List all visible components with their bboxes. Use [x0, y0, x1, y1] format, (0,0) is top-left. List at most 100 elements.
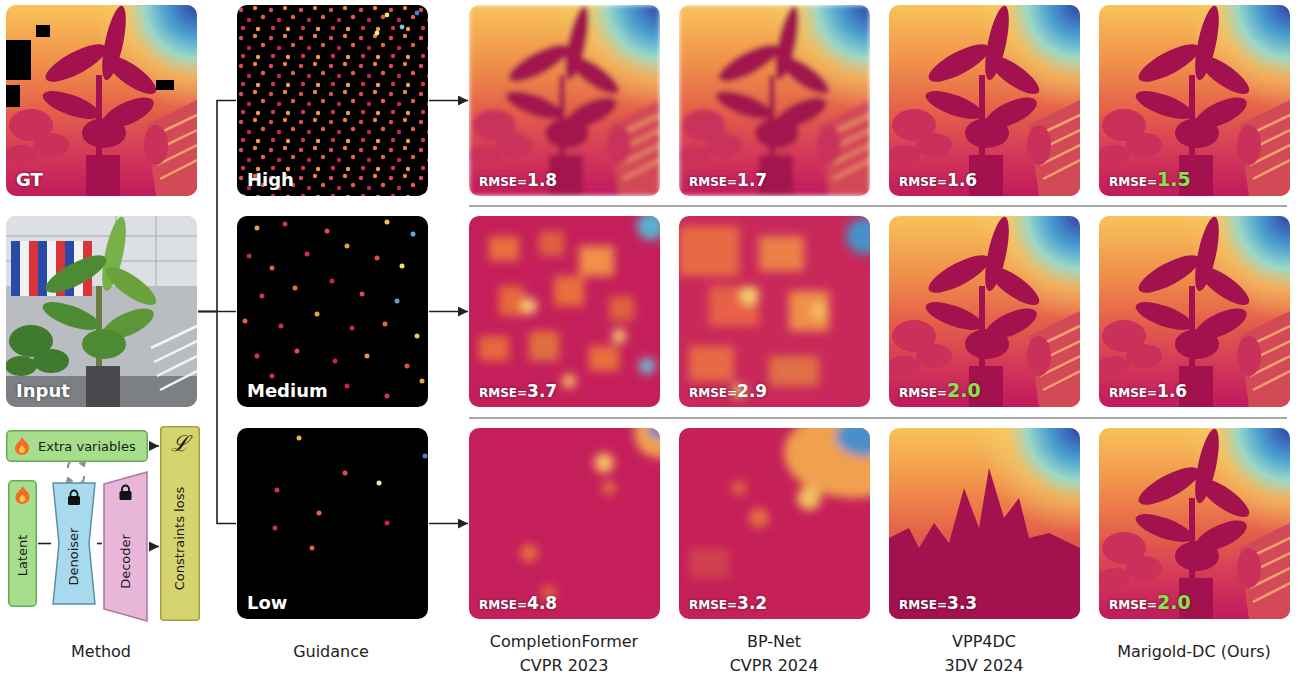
illustration-part: [375, 31, 380, 36]
connector: [429, 311, 468, 313]
illustration-part: [889, 428, 1080, 619]
illustration-part: [260, 294, 265, 299]
illustration-part: [469, 428, 660, 619]
block-label: Decoder: [118, 534, 133, 589]
illustration-part: [1099, 428, 1290, 619]
result-panel: RMSE=2.9: [679, 216, 870, 407]
metric-name: RMSE=: [899, 175, 947, 189]
illustration-part: [423, 454, 428, 459]
connector: [198, 312, 236, 524]
panel-label: High: [247, 170, 294, 190]
illustration-part: [889, 216, 1080, 407]
illustration-part: [310, 546, 315, 551]
metric-value: 3.7: [527, 382, 557, 401]
illustration-part: [679, 428, 870, 619]
metric-value: 1.7: [737, 171, 767, 190]
connector: [149, 445, 159, 447]
result-panel: RMSE=3.3: [889, 428, 1080, 619]
column-header: VPP4DC: [952, 632, 1016, 651]
illustration-part: [237, 428, 428, 619]
illustration-part: [237, 216, 428, 407]
result-panel: RMSE=3.2: [679, 428, 870, 619]
metric-value: 1.6: [947, 171, 977, 190]
row-separator: [469, 205, 1287, 207]
illustration-part: [411, 232, 416, 237]
illustration-part: [1099, 216, 1290, 407]
result-panel: RMSE=1.8: [469, 5, 660, 196]
illustration-part: [6, 5, 197, 196]
decoder-block: Decoder: [103, 471, 148, 622]
illustration-part: [375, 256, 380, 261]
image-panel: Low: [237, 428, 428, 619]
block-label: Denoiser: [67, 528, 82, 586]
illustration-part: [405, 364, 410, 369]
sparse-guidance: [237, 5, 428, 196]
illustration-part: [469, 216, 660, 407]
connector: [198, 101, 236, 312]
illustration-part: [889, 5, 1080, 196]
depth-prediction: [1098, 427, 1290, 619]
illustration-part: [365, 354, 370, 359]
metric-name: RMSE=: [1109, 386, 1157, 400]
cycle-icon: [67, 459, 85, 485]
panel-label: Medium: [247, 381, 328, 401]
illustration-part: [469, 5, 660, 196]
metric-value: 2.0: [947, 380, 981, 401]
depth-prediction: [468, 4, 660, 196]
illustration-part: [345, 384, 350, 389]
illustration-part: [237, 5, 428, 196]
illustration-part: [156, 80, 174, 90]
illustration-part: [1099, 5, 1290, 196]
text-holder: Constraints loss: [160, 456, 200, 621]
illustration-part: [350, 326, 355, 331]
illustration-part: [1099, 5, 1290, 196]
illustration-part: [305, 252, 310, 257]
illustration-part: [469, 428, 660, 619]
metric-value: 1.6: [1157, 382, 1187, 401]
image-panel: Medium: [237, 216, 428, 407]
illustration-part: [283, 222, 288, 227]
depth-prediction: [888, 4, 1080, 196]
column-header: CompletionFormer: [490, 632, 638, 651]
illustration-part: [255, 226, 260, 231]
metric-name: RMSE=: [479, 598, 527, 612]
depth-prediction: [889, 428, 1080, 619]
connector: [429, 523, 468, 525]
rgb-photo: [5, 215, 197, 407]
metric-name: RMSE=: [689, 175, 737, 189]
depth-prediction: [679, 216, 882, 407]
illustration-part: [275, 488, 280, 493]
sparse-guidance: [237, 216, 428, 407]
result-panel: RMSE=1.5: [1099, 5, 1290, 196]
illustration-part: [237, 216, 428, 407]
illustration-part: [247, 254, 252, 259]
row-separator: [469, 417, 1287, 419]
illustration-part: [383, 322, 388, 327]
illustration-part: [273, 526, 278, 531]
illustration-part: [295, 349, 300, 354]
illustration-part: [243, 319, 248, 324]
illustration-part: [237, 5, 428, 196]
illustration-part: [360, 292, 365, 297]
metric-value: 3.2: [737, 594, 767, 613]
connector: [97, 543, 102, 545]
block-label: Latent: [15, 535, 30, 577]
illustration-part: [330, 279, 335, 284]
result-panel: RMSE=3.7: [469, 216, 660, 407]
illustration-part: [415, 334, 420, 339]
illustration-part: [889, 428, 1080, 619]
image-panel: GT: [6, 5, 197, 196]
text-holder: Denoiser: [52, 482, 96, 605]
panel-label: GT: [16, 170, 43, 190]
loss-symbol: ℒ: [160, 426, 200, 456]
sparse-guidance: [237, 428, 428, 619]
illustration-part: [385, 394, 390, 399]
illustration-part: [317, 511, 322, 516]
depth-prediction: [678, 4, 870, 196]
illustration-part: [679, 428, 870, 619]
illustration-part: [395, 299, 400, 304]
depth-prediction: [469, 212, 665, 407]
denoiser-block: Denoiser: [52, 482, 96, 605]
illustration-part: [400, 25, 405, 30]
image-panel: Input: [6, 216, 197, 407]
